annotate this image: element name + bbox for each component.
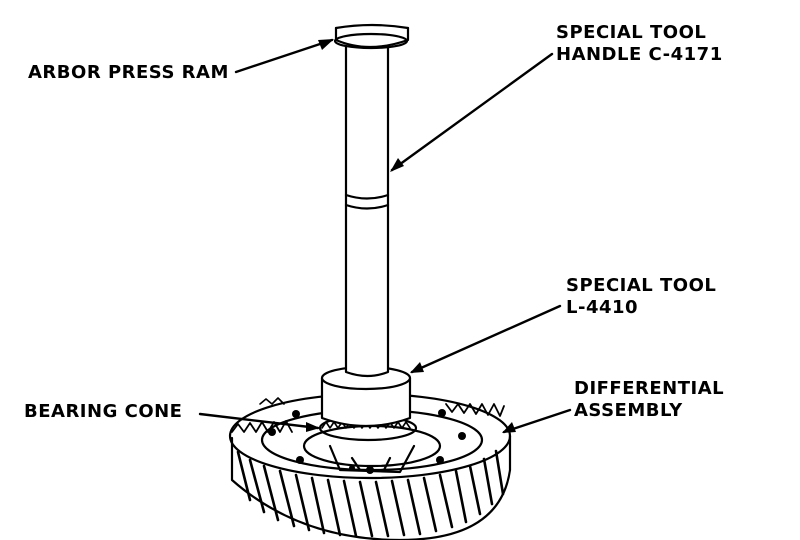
label-line: HANDLE C-4171 [556, 44, 723, 65]
label-line: ASSEMBLY [574, 400, 683, 421]
label-line: L-4410 [566, 297, 639, 318]
label-line: DIFFERENTIAL [574, 378, 725, 399]
label-differential-assembly: DIFFERENTIAL ASSEMBLY [574, 378, 724, 422]
leader-arrows [198, 38, 572, 434]
label-special-tool-l4410: SPECIAL TOOL L-4410 [566, 275, 716, 319]
label-arbor-press-ram: ARBOR PRESS RAM [28, 62, 229, 83]
label-line: SPECIAL TOOL [556, 22, 707, 43]
label-special-tool-handle: SPECIAL TOOL HANDLE C-4171 [556, 22, 723, 66]
arbor-press-ram [333, 23, 410, 50]
arrow-arbor [234, 38, 334, 74]
arrow-bearing [198, 412, 320, 430]
arrow-l4410 [410, 304, 562, 374]
arrow-handle [390, 52, 554, 172]
label-bearing-cone: BEARING CONE [24, 401, 183, 422]
label-line: SPECIAL TOOL [566, 275, 717, 296]
arrow-diff [502, 408, 572, 434]
special-tool-handle [344, 44, 390, 378]
